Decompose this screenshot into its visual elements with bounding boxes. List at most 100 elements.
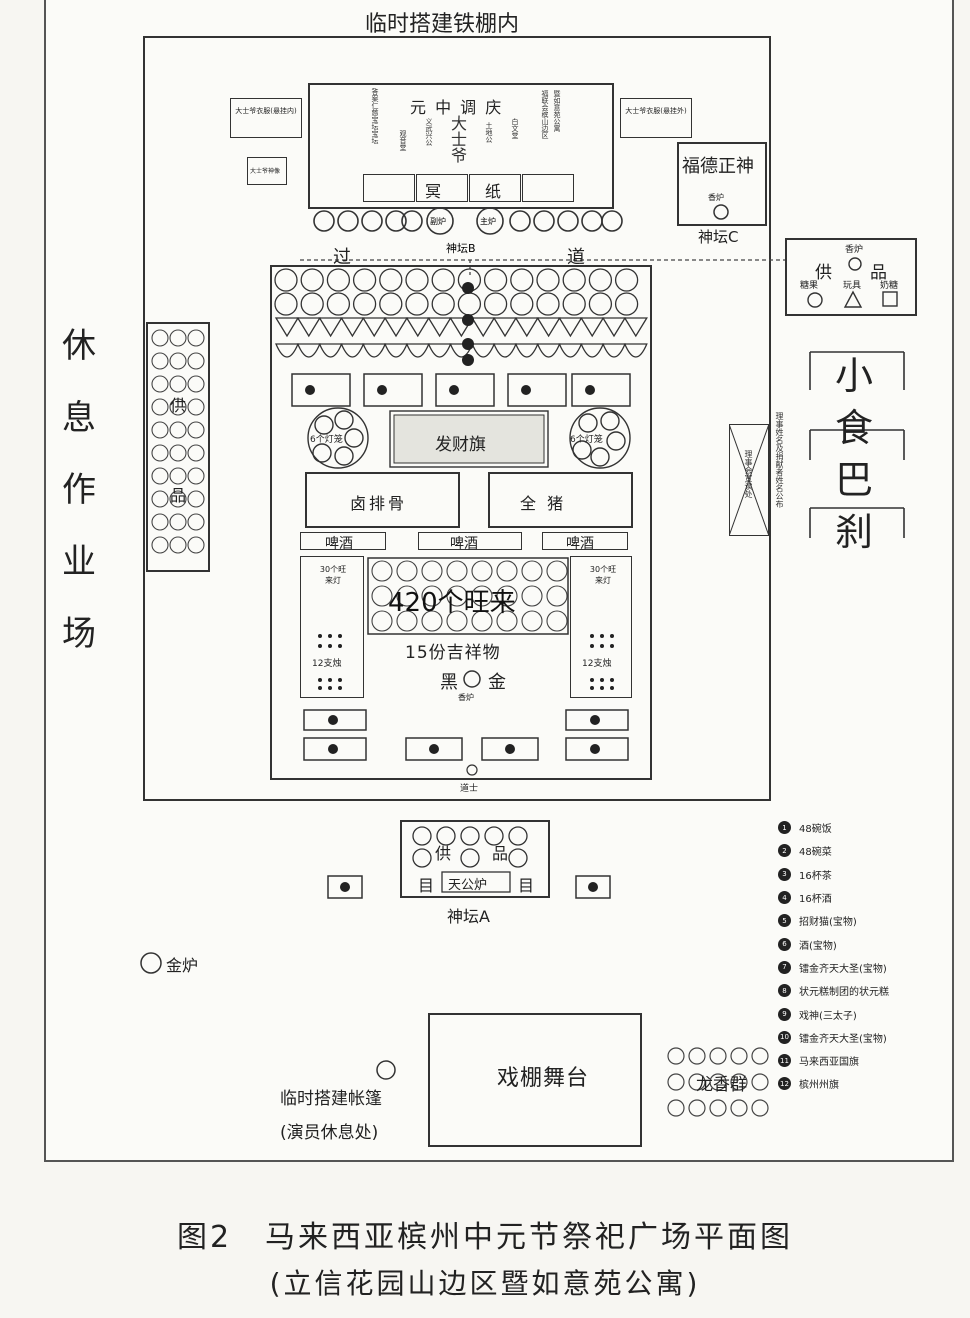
beer-label: 啤酒 xyxy=(450,536,478,552)
rice-bowl xyxy=(483,268,508,292)
wine-cup xyxy=(493,343,517,358)
rice-bowl xyxy=(274,268,298,292)
top-title: 临时搭建铁棚内 xyxy=(365,12,520,37)
pineapple xyxy=(521,560,543,582)
shentan-a-right-mark: 目 xyxy=(518,876,535,895)
legend-text: 48碗饭 xyxy=(799,824,832,836)
wine-cup xyxy=(514,343,539,358)
legend-number-marker: 10 xyxy=(778,1030,791,1044)
rice-bowl xyxy=(536,268,560,292)
dish-bowl xyxy=(352,292,377,316)
rice-bowl xyxy=(352,268,377,292)
left-lamp-label: 6个灯笼 xyxy=(310,435,343,445)
hei-label: 黑 xyxy=(440,672,458,693)
offering-plate xyxy=(151,398,169,416)
side-gong: 供 xyxy=(170,396,187,415)
lantern-row xyxy=(307,407,631,469)
pineapple xyxy=(471,560,493,582)
legend-text: 槟州州旗 xyxy=(799,1080,839,1092)
rice-bowl xyxy=(588,268,613,292)
incense-coil xyxy=(709,1073,727,1091)
gold-furnace-label: 金炉 xyxy=(166,956,199,975)
guo-label: 过 xyxy=(333,247,351,268)
incense-coil xyxy=(667,1047,685,1065)
altar-col-text: 白文堂 xyxy=(511,118,519,139)
incense-coil xyxy=(688,1047,706,1065)
gold-furnace-icon xyxy=(140,952,162,974)
side-pin: 品 xyxy=(170,486,187,505)
tea-cup xyxy=(623,317,648,338)
legend-text: 镭金齐天大圣(宝物) xyxy=(799,963,887,975)
incense-coil xyxy=(667,1073,685,1091)
offering-plate xyxy=(169,467,187,485)
incense-coil xyxy=(751,1099,769,1117)
paper-box xyxy=(522,174,574,202)
tea-cup xyxy=(362,317,387,338)
offering-plate xyxy=(187,352,205,370)
wine-cup xyxy=(623,343,648,358)
zhi-label: 纸 xyxy=(485,182,502,201)
offering-plate xyxy=(187,513,205,531)
offering-plate xyxy=(187,375,205,393)
offering-plate xyxy=(169,513,187,531)
offering-burner-label: 香炉 xyxy=(845,245,864,255)
offering-plate xyxy=(169,352,187,370)
pineapple xyxy=(396,610,418,632)
center-burner-label: 香炉 xyxy=(458,693,474,702)
offering-plate xyxy=(187,467,205,485)
statue-box xyxy=(247,157,287,185)
legend-text: 状元糕制团的状元糕 xyxy=(799,987,889,999)
tea-cup xyxy=(449,317,474,338)
wine-cup xyxy=(536,343,561,358)
offering-plate xyxy=(151,421,169,439)
wanglai-big-label: 420个旺来 xyxy=(388,588,516,618)
incense-coil xyxy=(709,1099,727,1117)
flag-markers xyxy=(327,875,611,899)
wine-cup xyxy=(362,343,387,358)
incense-coil xyxy=(688,1099,706,1117)
offering-plate xyxy=(151,513,169,531)
altar-col-text: 福联会槟山边区 xyxy=(541,90,549,139)
legend-text: 招财猫(宝物) xyxy=(799,917,857,929)
offering-item: 糖果 xyxy=(800,281,819,291)
incense-coil xyxy=(730,1047,748,1065)
side-offerings-box xyxy=(146,322,210,572)
legend-item: 12 槟州州旗 xyxy=(778,1072,948,1095)
clothes-box-left xyxy=(230,98,302,138)
clothes-box-right xyxy=(620,98,692,138)
right-lamp-label: 6个灯笼 xyxy=(570,435,603,445)
wine-cup xyxy=(558,343,583,358)
offering-plate xyxy=(169,398,187,416)
legend-number-marker: 12 xyxy=(778,1077,791,1091)
offering-plate xyxy=(187,398,205,416)
lupaigu-box xyxy=(305,472,460,528)
tea-cup xyxy=(274,317,300,338)
bottom-treasures xyxy=(303,709,629,761)
center-deity: 大士爷 xyxy=(448,115,467,163)
side-offerings-circles xyxy=(151,329,205,554)
dragon-incense-group xyxy=(667,1047,769,1117)
clothes-label: 大士爷衣服(悬挂内) xyxy=(235,107,297,115)
altar-col-text: 土地公 xyxy=(485,122,493,143)
offering-plate xyxy=(151,536,169,554)
wine-cup xyxy=(602,343,626,358)
offering-plate xyxy=(151,375,169,393)
incense-coil xyxy=(751,1073,769,1091)
rice-bowl xyxy=(431,268,455,292)
pineapple xyxy=(521,585,543,607)
tea-cup xyxy=(340,317,365,338)
paper-box xyxy=(416,174,468,202)
lamp-left-box xyxy=(300,556,364,698)
left-burner-label: 副炉 xyxy=(430,216,446,226)
offering-plate xyxy=(151,467,169,485)
legend-number-marker: 3 xyxy=(778,867,791,881)
pineapple xyxy=(371,585,393,607)
candle-dots xyxy=(318,634,614,690)
offerings-right-box xyxy=(785,238,917,316)
pineapple xyxy=(421,610,443,632)
